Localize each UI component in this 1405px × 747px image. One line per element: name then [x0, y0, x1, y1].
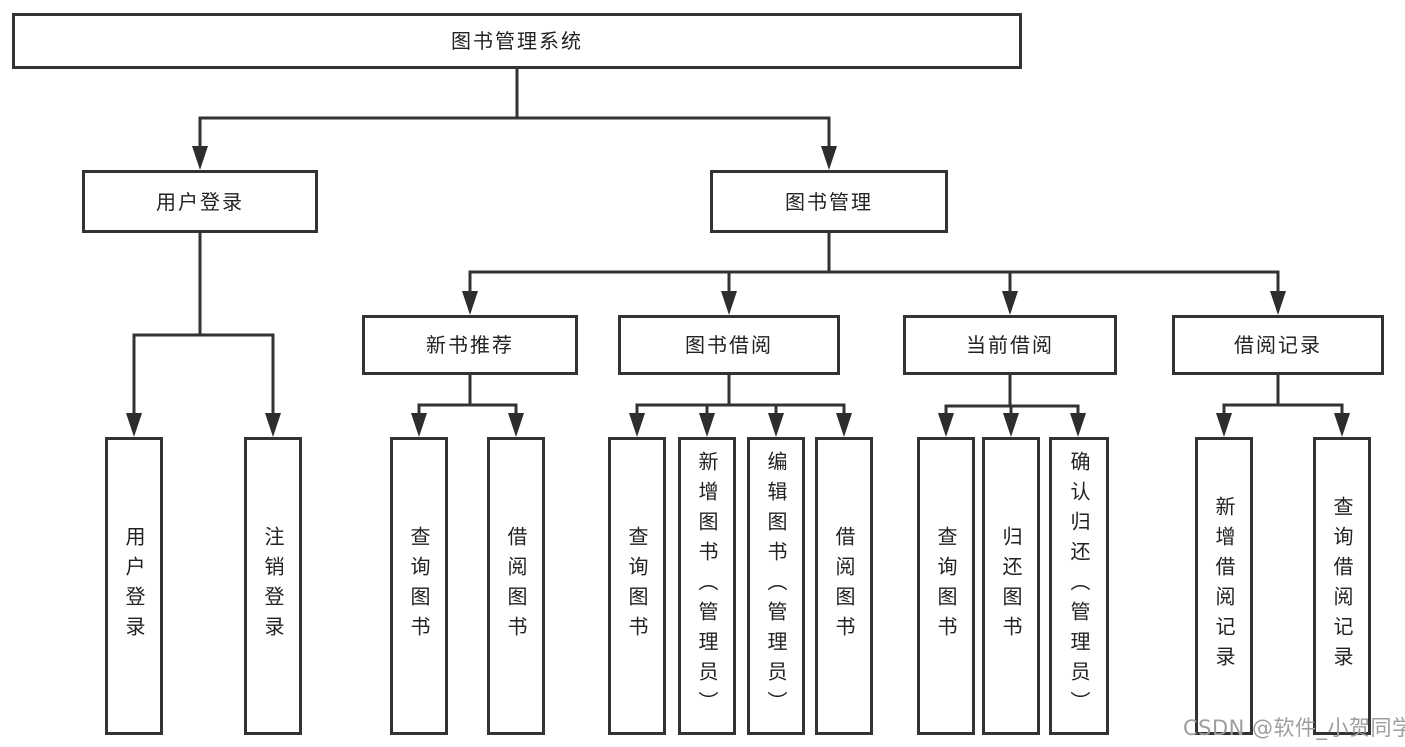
- leaf-add-borrow-record: 新增借阅记录: [1195, 437, 1253, 735]
- arrow-icon: [126, 413, 142, 437]
- node-new-book-recommend-label: 新书推荐: [426, 333, 514, 357]
- arrow-icon: [1003, 413, 1019, 437]
- leaf-add-book-admin: 新增图书（管理员）: [678, 437, 736, 735]
- node-book-borrow: 图书借阅: [618, 315, 840, 375]
- leaf-query-borrow-record: 查询借阅记录: [1313, 437, 1371, 735]
- arrow-icon: [265, 413, 281, 437]
- arrow-icon: [192, 146, 208, 170]
- node-book-management: 图书管理: [710, 170, 948, 233]
- leaf-user-login: 用户登录: [105, 437, 163, 735]
- arrow-icon: [1270, 291, 1286, 315]
- leaf-borrow-books-borrow-label: 借阅图书: [832, 526, 856, 646]
- leaf-logout: 注销登录: [244, 437, 302, 735]
- leaf-query-books-current-label: 查询图书: [934, 526, 958, 646]
- leaf-borrow-books-recommend: 借阅图书: [487, 437, 545, 735]
- arrow-icon: [1334, 413, 1350, 437]
- node-root: 图书管理系统: [12, 13, 1022, 69]
- leaf-borrow-books-recommend-label: 借阅图书: [504, 526, 528, 646]
- node-book-borrow-label: 图书借阅: [685, 333, 773, 357]
- node-new-book-recommend: 新书推荐: [362, 315, 578, 375]
- leaf-logout-label: 注销登录: [261, 526, 285, 646]
- arrow-icon: [462, 291, 478, 315]
- arrow-icon: [938, 413, 954, 437]
- arrow-icon: [411, 413, 427, 437]
- tree-edges: [132, 67, 1344, 422]
- leaf-query-books-borrow: 查询图书: [608, 437, 666, 735]
- arrow-icon: [821, 146, 837, 170]
- leaf-query-books-recommend-label: 查询图书: [407, 526, 431, 646]
- node-borrow-records: 借阅记录: [1172, 315, 1384, 375]
- leaf-query-borrow-record-label: 查询借阅记录: [1330, 496, 1354, 676]
- arrow-icon: [721, 291, 737, 315]
- node-book-management-label: 图书管理: [785, 189, 873, 214]
- leaf-borrow-books-borrow: 借阅图书: [815, 437, 873, 735]
- node-current-borrow-label: 当前借阅: [966, 333, 1054, 357]
- node-root-label: 图书管理系统: [451, 29, 583, 53]
- leaf-confirm-return-admin-label: 确认归还（管理员）: [1067, 451, 1091, 721]
- leaf-query-books-current: 查询图书: [917, 437, 975, 735]
- leaf-add-book-admin-label: 新增图书（管理员）: [695, 451, 719, 721]
- leaf-user-login-label: 用户登录: [122, 526, 146, 646]
- leaf-add-borrow-record-label: 新增借阅记录: [1212, 496, 1236, 676]
- leaf-return-book: 归还图书: [982, 437, 1040, 735]
- node-user-login-label: 用户登录: [156, 189, 244, 214]
- arrow-icon: [699, 413, 715, 437]
- csdn-watermark: CSDN @软件_小贺同学: [1183, 716, 1405, 740]
- leaf-confirm-return-admin: 确认归还（管理员）: [1049, 437, 1109, 735]
- arrow-icon: [836, 413, 852, 437]
- node-current-borrow: 当前借阅: [903, 315, 1117, 375]
- arrow-icon: [768, 413, 784, 437]
- leaf-query-books-recommend: 查询图书: [390, 437, 448, 735]
- arrow-icon: [629, 413, 645, 437]
- leaf-edit-book-admin-label: 编辑图书（管理员）: [764, 451, 788, 721]
- arrow-icon: [1216, 413, 1232, 437]
- node-user-login: 用户登录: [82, 170, 318, 233]
- leaf-query-books-borrow-label: 查询图书: [625, 526, 649, 646]
- node-borrow-records-label: 借阅记录: [1234, 333, 1322, 357]
- leaf-edit-book-admin: 编辑图书（管理员）: [747, 437, 805, 735]
- arrow-icon: [508, 413, 524, 437]
- arrow-icon: [1070, 413, 1086, 437]
- arrowheads: [126, 146, 1350, 437]
- arrow-icon: [1002, 291, 1018, 315]
- leaf-return-book-label: 归还图书: [999, 526, 1023, 646]
